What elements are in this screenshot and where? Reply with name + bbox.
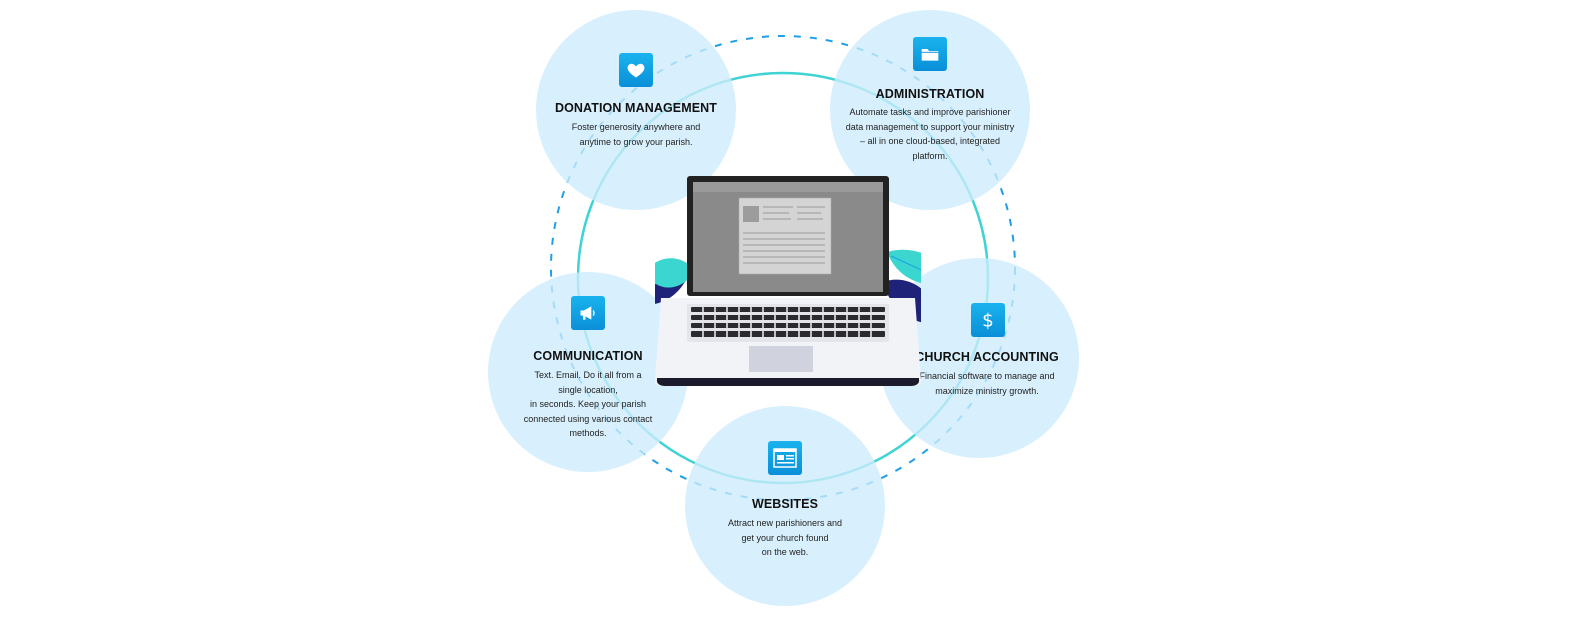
feature-administration[interactable]: ADMINISTRATION Automate tasks and improv… xyxy=(830,10,1030,210)
feature-websites[interactable]: WEBSITES Attract new parishioners and ge… xyxy=(685,406,885,606)
feature-donation-management[interactable]: DONATION MANAGEMENT Foster generosity an… xyxy=(536,10,736,210)
feature-description: Financial software to manage and maximiz… xyxy=(919,371,1055,396)
feature-description: Text. Email. Do it all from a single loc… xyxy=(523,370,653,438)
megaphone-icon xyxy=(571,296,605,330)
trackpad xyxy=(749,346,813,372)
feature-description: Foster generosity anywhere and anytime t… xyxy=(571,122,701,147)
screen-dialog xyxy=(738,197,832,275)
feature-title: COMMUNICATION xyxy=(533,349,643,363)
laptop-illustration xyxy=(655,176,921,386)
website-icon xyxy=(768,441,802,475)
svg-text:$: $ xyxy=(982,311,994,331)
feature-title: ADMINISTRATION xyxy=(875,87,985,101)
dollar-icon: $ xyxy=(971,303,1005,337)
feature-title: CHURCH ACCOUNTING xyxy=(915,350,1059,364)
heart-icon xyxy=(619,53,653,87)
left-leaves xyxy=(655,258,695,304)
feature-description: Automate tasks and improve parishioner d… xyxy=(845,107,1015,161)
feature-title: WEBSITES xyxy=(751,497,819,511)
feature-communication[interactable]: COMMUNICATION Text. Email. Do it all fro… xyxy=(488,272,688,472)
feature-title: DONATION MANAGEMENT xyxy=(554,101,718,115)
folder-icon xyxy=(913,37,947,71)
feature-description: Attract new parishioners and get your ch… xyxy=(727,518,843,557)
